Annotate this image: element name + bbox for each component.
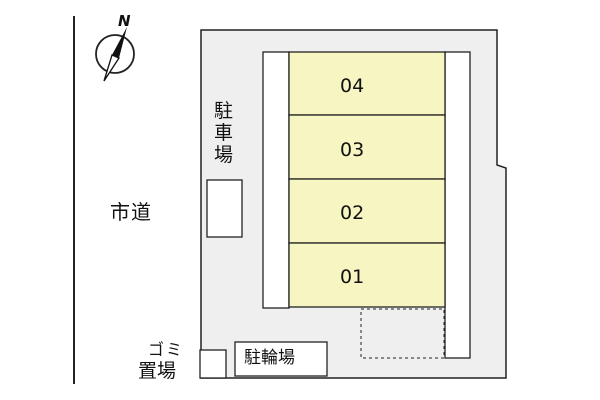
road-label: 市道 [110,200,152,224]
north-label: N [118,12,131,30]
bicycle-parking-box [234,341,328,377]
unit-03 [288,114,446,180]
parking-space-box [206,179,243,238]
left-parking-strip [262,51,290,309]
right-parking-strip [444,51,471,359]
bicycle-parking-label: 駐輪場 [244,348,295,368]
parking-label-char: 車 [214,122,234,144]
unit-label: 01 [340,266,365,288]
unit-label: 04 [340,75,365,97]
garbage-area-box [199,349,227,379]
unit-02 [288,178,446,244]
garbage-label-line1: ゴミ [148,340,185,359]
unit-04 [288,51,446,116]
north-arrow-icon [95,27,135,82]
garbage-label-line2: 置場 [138,360,177,382]
unit-label: 03 [340,139,365,161]
units-group [288,51,446,308]
unit-01 [288,242,446,308]
unit-label: 02 [340,202,365,224]
parking-label: 駐 車 場 [214,100,233,166]
parking-label-char: 場 [214,144,234,166]
parking-label-char: 駐 [214,100,234,122]
